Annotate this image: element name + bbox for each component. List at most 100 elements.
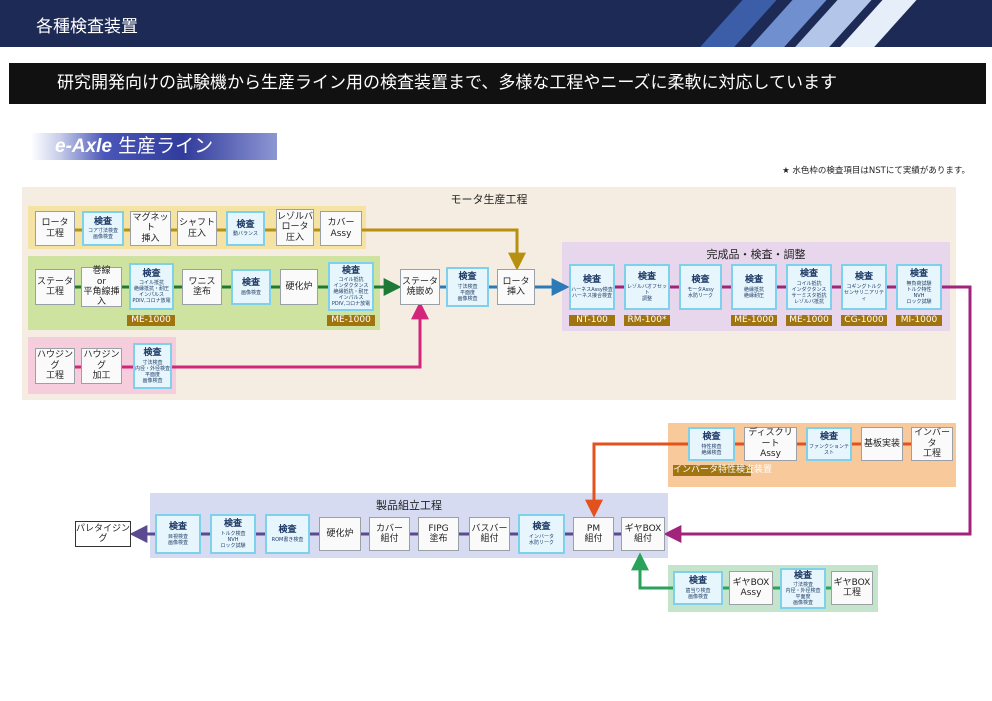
rotor-insert-node[interactable]: ロータ 挿入 xyxy=(497,269,535,305)
gear-inspection-node-2[interactable]: 検査寸法検査 内径・外径検査 平面度 画像検査 xyxy=(780,568,826,609)
section-tag-latin: e-Axle xyxy=(55,136,113,157)
gear-inspection-node-1[interactable]: 検査歯当り検査 画像検査 xyxy=(673,571,723,605)
housing-inspection-node[interactable]: 検査寸法検査 内径・外径検査 平面度 画像検査 xyxy=(133,343,172,389)
check-label: 検査 xyxy=(793,570,812,581)
check-label: 検査 xyxy=(278,525,297,536)
inverter-process-node[interactable]: インバータ 工程 xyxy=(911,427,953,461)
model-label-mi1000: MI-1000 xyxy=(896,315,942,326)
assembly-inspection-node-1[interactable]: 検査目視検査 画像検査 xyxy=(155,514,201,554)
check-detail: コイル抵抗 絶縁抵抗・耐圧 インパルス PDIV,コロナ放電 xyxy=(132,280,171,305)
check-label: 検査 xyxy=(223,519,242,530)
model-label-inverter: インバータ特性検査装置 xyxy=(673,465,773,476)
check-detail: 動バランス xyxy=(233,231,258,238)
finished-region-title: 完成品・検査・調整 xyxy=(706,248,806,261)
assembly-inspection-node-4[interactable]: 検査インバータ 水防リーク xyxy=(518,514,565,554)
check-detail: トルク検査 NVH ロック試験 xyxy=(220,530,246,549)
check-detail: 絶縁抵抗 絶縁耐圧 xyxy=(743,286,764,299)
rotor-inspection-node-1[interactable]: 検査コア寸法検査 画像検査 xyxy=(82,211,124,246)
check-label: 検査 xyxy=(637,272,656,283)
cure-oven-node-2[interactable]: 硬化炉 xyxy=(319,517,361,551)
board-mount-node[interactable]: 基板実装 xyxy=(861,427,903,461)
finished-inspection-node-3[interactable]: 検査モータAssy 水防リーク xyxy=(679,264,722,310)
palletizing-node[interactable]: パレタイジング xyxy=(75,521,131,547)
achievement-note: ★ 水色枠の検査項目はNSTにて実績があります。 xyxy=(782,166,970,176)
check-label: 検査 xyxy=(854,272,873,283)
cover-assy-node[interactable]: カバー Assy xyxy=(320,211,362,246)
check-label: 検査 xyxy=(341,265,360,276)
model-label-cg1000: CG-1000 xyxy=(841,315,887,326)
discrete-assy-node[interactable]: ディスクリート Assy xyxy=(744,427,797,461)
housing-process-node[interactable]: ハウジング 工程 xyxy=(35,348,75,384)
varnish-node[interactable]: ワニス 塗布 xyxy=(182,269,222,305)
check-detail: コイル抵抗 インダクタンス 絶縁抵抗・耐圧 インパルス PDIV,コロナ放電 xyxy=(331,277,371,308)
motor-region-title: モータ生産工程 xyxy=(450,193,528,206)
finished-inspection-node-5[interactable]: 検査コイル抵抗 インダクタンス サーミスタ抵抗 レゾルバ抵抗 xyxy=(786,264,832,310)
check-detail: コギングトルク センサリニアリティ xyxy=(843,283,884,302)
page-header: 各種検査装置 xyxy=(0,0,992,47)
check-detail: レゾルバオフセット 調整 xyxy=(626,283,667,302)
gearbox-assy-node[interactable]: ギヤBOX Assy xyxy=(729,571,773,605)
busbar-mount-node[interactable]: バスバー 組付 xyxy=(469,517,510,551)
check-label: 検査 xyxy=(744,275,763,286)
finished-inspection-node-7[interactable]: 検査無負荷試験 トルク特性 NVH ロック試験 xyxy=(896,264,942,310)
check-detail: ファンクションテスト xyxy=(808,443,849,456)
check-detail: 寸法検査 内径・外径検査 平面度 画像検査 xyxy=(785,582,821,607)
finished-inspection-node-2[interactable]: 検査レゾルバオフセット 調整 xyxy=(624,264,670,310)
stator-inspection-node-2[interactable]: 検査画像検査 xyxy=(231,269,271,305)
stator-inspection-node-3[interactable]: 検査コイル抵抗 インダクタンス 絶縁抵抗・耐圧 インパルス PDIV,コロナ放電 xyxy=(328,262,374,311)
check-detail: 歯当り検査 画像検査 xyxy=(685,587,711,600)
check-detail: モータAssy 水防リーク xyxy=(687,286,714,299)
magnet-insert-node[interactable]: マグネット 挿入 xyxy=(130,211,171,246)
model-label-nt100: NT-100 xyxy=(569,315,615,326)
inverter-inspection-node-1[interactable]: 検査特性検査 絶縁検査 xyxy=(688,427,735,461)
resolver-press-node[interactable]: レゾルバ ロータ 圧入 xyxy=(276,209,314,246)
model-label-me1000-4: ME-1000 xyxy=(786,315,832,326)
inverter-inspection-node-2[interactable]: 検査ファンクションテスト xyxy=(806,427,852,461)
cover-mount-node[interactable]: カバー 組付 xyxy=(369,517,410,551)
fipg-node[interactable]: FIPG 塗布 xyxy=(418,517,459,551)
model-label-me1000-2: ME-1000 xyxy=(327,315,375,326)
gearbox-process-node[interactable]: ギヤBOX 工程 xyxy=(831,571,873,605)
check-detail: 寸法検査 内径・外径検査 平面度 画像検査 xyxy=(135,359,171,384)
rotor-process-node[interactable]: ロータ 工程 xyxy=(35,211,75,246)
check-detail: 無負荷試験 トルク特性 NVH ロック試験 xyxy=(906,280,932,305)
check-detail: 画像検査 xyxy=(240,289,261,296)
check-label: 検査 xyxy=(143,348,162,359)
check-label: 検査 xyxy=(582,275,601,286)
check-detail: インバータ 水防リーク xyxy=(528,533,554,546)
gearbox-mount-node[interactable]: ギヤBOX 組付 xyxy=(621,517,665,551)
check-label: 検査 xyxy=(236,219,255,230)
check-label: 検査 xyxy=(688,576,707,587)
finished-inspection-node-1[interactable]: 検査ハーネスAssy検査 ハーネス接合検査 xyxy=(569,264,615,310)
check-label: 検査 xyxy=(691,275,710,286)
model-label-me1000-1: ME-1000 xyxy=(127,315,175,326)
housing-machining-node[interactable]: ハウジング 加工 xyxy=(81,348,122,384)
stator-shrink-fit-node[interactable]: ステータ 焼嵌め xyxy=(400,269,440,305)
check-label: 検査 xyxy=(702,432,721,443)
check-label: 検査 xyxy=(532,522,551,533)
check-label: 検査 xyxy=(819,432,838,443)
pm-mount-node[interactable]: PM 組付 xyxy=(573,517,614,551)
check-detail: 寸法検査 平面度 画像検査 xyxy=(457,283,478,302)
assembly-region-title: 製品組立工程 xyxy=(376,499,442,512)
finished-inspection-node-6[interactable]: 検査コギングトルク センサリニアリティ xyxy=(841,264,887,310)
motor-inspection-node[interactable]: 検査寸法検査 平面度 画像検査 xyxy=(446,267,489,307)
shaft-press-node[interactable]: シャフト 圧入 xyxy=(177,211,217,246)
check-label: 検査 xyxy=(142,268,161,279)
check-detail: ハーネスAssy検査 ハーネス接合検査 xyxy=(571,286,613,299)
stator-process-node[interactable]: ステータ 工程 xyxy=(35,269,75,305)
winding-node[interactable]: 巻線 or 平角線挿入 xyxy=(81,266,122,307)
section-tag: e-Axle 生産ライン xyxy=(31,133,277,160)
finished-inspection-node-4[interactable]: 検査絶縁抵抗 絶縁耐圧 xyxy=(731,264,777,310)
stator-inspection-node-1[interactable]: 検査コイル抵抗 絶縁抵抗・耐圧 インパルス PDIV,コロナ放電 xyxy=(129,263,174,310)
cure-oven-node-1[interactable]: 硬化炉 xyxy=(280,269,318,305)
assembly-inspection-node-2[interactable]: 検査トルク検査 NVH ロック試験 xyxy=(210,514,256,554)
check-detail: コア寸法検査 画像検査 xyxy=(87,228,118,241)
check-detail: 目視検査 画像検査 xyxy=(167,533,188,546)
model-label-me1000-3: ME-1000 xyxy=(731,315,777,326)
rotor-inspection-node-2[interactable]: 検査動バランス xyxy=(226,211,265,246)
check-label: 検査 xyxy=(909,269,928,280)
page-title: 各種検査装置 xyxy=(36,17,138,37)
section-tag-jp: 生産ライン xyxy=(112,135,214,157)
